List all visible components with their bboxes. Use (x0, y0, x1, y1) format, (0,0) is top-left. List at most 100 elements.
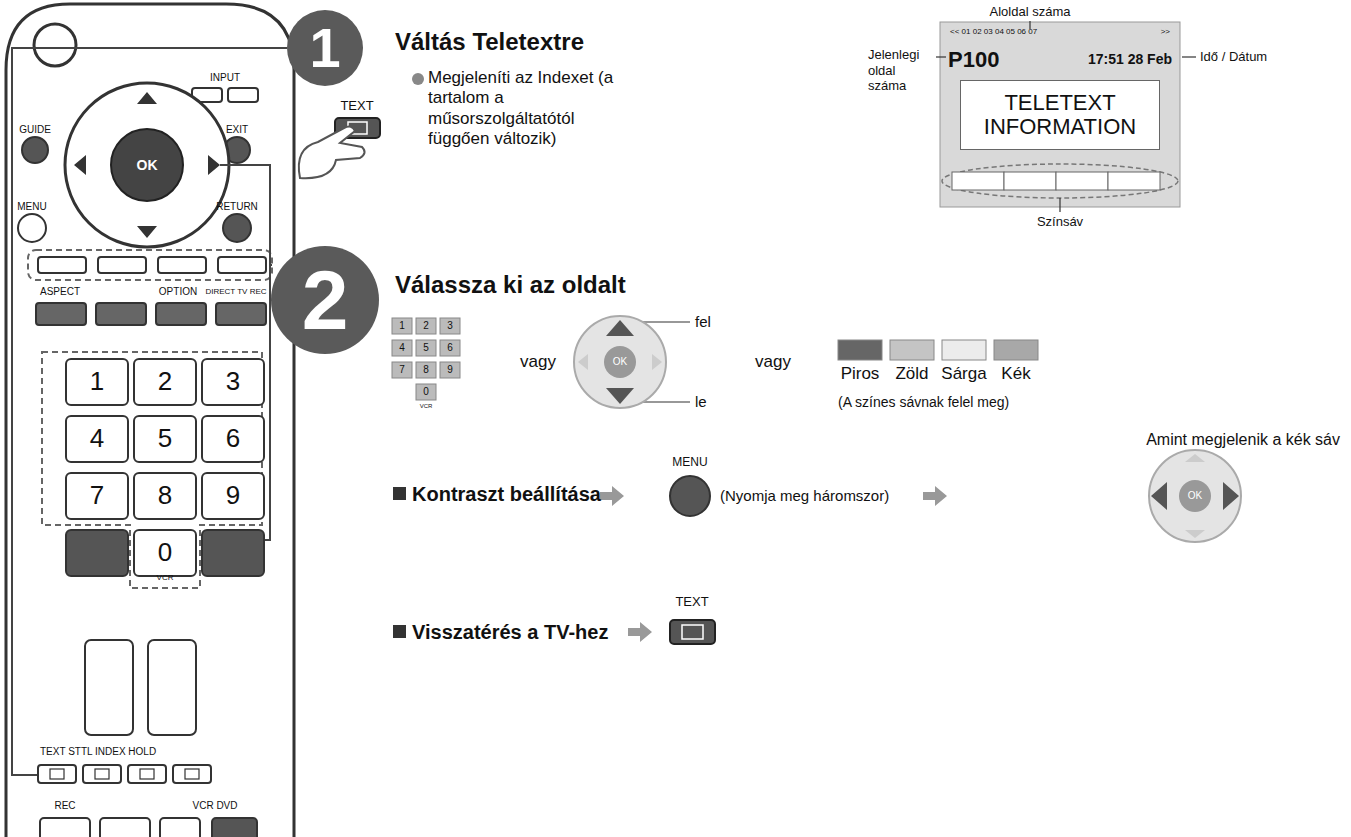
remote-buttons (40, 818, 90, 837)
step-arrow (628, 622, 652, 642)
teletext-screen (942, 164, 1178, 198)
remote-buttons (160, 818, 200, 837)
color-name: Kék (1001, 364, 1030, 384)
step-heading: Válassza ki az oldalt (395, 271, 626, 300)
menu-button (670, 476, 710, 516)
leader-line (12, 48, 287, 775)
text-label: VCR (420, 403, 433, 410)
leader-line (642, 401, 690, 402)
dpad-small (604, 346, 636, 378)
remote-keys (66, 416, 128, 462)
step-arrow (923, 486, 947, 506)
remote-buttons (158, 257, 206, 273)
remote-buttons (140, 769, 154, 779)
color-name: Piros (841, 364, 880, 384)
mini-keypad (392, 340, 412, 356)
text-label: OPTION (159, 286, 197, 298)
button-name: TEXT (675, 594, 708, 610)
dpad-small (574, 316, 666, 408)
key-label: 3 (226, 366, 240, 397)
remote-buttons (156, 303, 206, 325)
step-circle: 1 (287, 10, 363, 86)
key-label: 2 (423, 320, 429, 332)
text-label: VCR DVD (192, 800, 237, 812)
text-label: OK (1188, 490, 1202, 502)
teletext-box: TELETEXT INFORMATION (960, 80, 1160, 150)
remote-keys (202, 530, 264, 576)
remote-control (6, 4, 294, 837)
remote-control (6, 4, 294, 837)
remote-keys (202, 473, 264, 519)
key-label: 8 (423, 364, 429, 376)
teletext-screen (940, 22, 1180, 207)
remote-control (28, 250, 272, 280)
key-label: 1 (399, 320, 405, 332)
key-label: 7 (399, 364, 405, 376)
color-key (942, 340, 986, 360)
step-heading: Váltás Teletextre (395, 28, 584, 57)
button-name: TEXT (340, 98, 373, 114)
text-label: VCR (157, 573, 174, 583)
remote-control (228, 88, 258, 102)
dpad-small (578, 354, 662, 370)
remote-keys (202, 359, 264, 405)
dpad-small (606, 320, 634, 404)
remote-keys (134, 359, 196, 405)
callout-label: Idő / Dátum (1200, 49, 1267, 65)
remote-buttons (96, 303, 146, 325)
text-label: (Nyomja meg háromszor) (720, 487, 889, 505)
text-label: INPUT (210, 72, 240, 84)
leader-line (642, 21, 1196, 402)
key-label: 8 (158, 480, 172, 511)
remote-buttons (38, 257, 86, 273)
text-label: vagy (755, 352, 791, 372)
bullet-square (393, 625, 406, 638)
mini-keypad (440, 362, 460, 378)
remote-keys (66, 359, 264, 576)
text-label: REC (54, 800, 75, 812)
remote-buttons (36, 257, 266, 837)
bullet-square (393, 487, 406, 638)
key-label: 0 (158, 537, 172, 568)
mini-keypad (392, 318, 460, 400)
remote-control (74, 92, 220, 238)
node-text: 17:51 28 Feb (1088, 52, 1172, 67)
leader-line (12, 48, 287, 775)
remote-control (34, 24, 76, 66)
color-key (1108, 172, 1160, 190)
text-label: EXIT (226, 124, 248, 136)
remote-buttons (173, 765, 211, 783)
color-key (838, 172, 1160, 360)
dpad-contrast (1149, 450, 1241, 542)
remote-keys (202, 416, 264, 462)
remote-keys (66, 473, 128, 519)
node-text: >> (1161, 28, 1170, 37)
node-text: << 01 02 03 04 05 06 07 (950, 28, 1037, 37)
teletext-screen (940, 22, 1180, 207)
key-label: 7 (90, 480, 104, 511)
remote-control (22, 137, 48, 163)
leader-line (1182, 56, 1196, 57)
sub-heading: Kontraszt beállítása (412, 482, 601, 506)
remote-control (65, 83, 229, 247)
color-key (1056, 172, 1108, 190)
callout-label: Színsáv (1037, 214, 1083, 230)
key-label: 6 (447, 342, 453, 354)
text-label: ASPECT (40, 286, 80, 298)
remote-keys (66, 530, 128, 576)
remote-control (148, 640, 196, 735)
key-label: 5 (423, 342, 429, 354)
teletext-screen: << 01 02 03 04 05 06 07>>P10017:51 28 Fe… (940, 22, 1180, 172)
color-key (952, 172, 1004, 190)
text-button-icon (299, 127, 365, 179)
key-label: 9 (447, 364, 453, 376)
remote-buttons (36, 303, 86, 325)
text-label: (A színes sávnak felel meg) (838, 394, 1009, 411)
node-text: 1 (309, 17, 340, 79)
remote-buttons (128, 765, 166, 783)
dpad-contrast (1185, 454, 1205, 538)
remote-keys (134, 416, 196, 462)
button-name: MENU (672, 455, 707, 469)
remote-control (223, 214, 251, 242)
mini-keypad (392, 362, 412, 378)
